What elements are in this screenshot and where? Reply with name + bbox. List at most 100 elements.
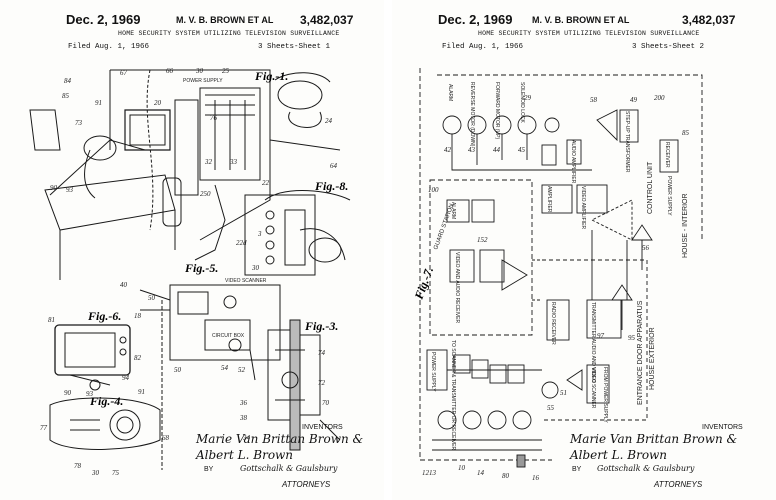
block-label: HOUSE EXTERIOR [649, 327, 656, 390]
filed-date: Filed Aug. 1, 1966 [442, 43, 524, 51]
block-label: POWER SUPPLY [430, 352, 436, 392]
house-exterior-boundary [419, 68, 552, 461]
svg-text:24: 24 [325, 117, 333, 125]
svg-text:94: 94 [122, 374, 130, 382]
block-label: HOUSE - INTERIOR [682, 193, 689, 258]
svg-text:40: 40 [120, 281, 128, 289]
block-label: TRANSMITTER AUDIO AND VIDEO [590, 302, 596, 383]
svg-text:97: 97 [597, 332, 605, 340]
block-label: VIDEO AND AUDIO RECEIVER [454, 252, 460, 324]
block-label: VIDEO SCANNER [590, 367, 596, 409]
patent-number: 3,482,037 [300, 13, 354, 27]
block-label: CONTROL UNIT [647, 161, 654, 214]
svg-text:85: 85 [682, 129, 690, 137]
patent-date: Dec. 2, 1969 [66, 12, 141, 27]
inventors-label: INVENTORS [702, 424, 743, 431]
svg-text:54: 54 [221, 364, 229, 372]
svg-text:1213: 1213 [422, 469, 437, 477]
svg-text:84: 84 [64, 77, 72, 85]
drawing-sheet-1: Fig.-1. Fig.-8. Fig.-5. Fig.-6. Fig.-3. … [29, 67, 351, 477]
sheet-number: 3 Sheets-Sheet 1 [258, 43, 331, 51]
svg-text:42: 42 [444, 146, 452, 154]
svg-text:90: 90 [64, 389, 72, 397]
fig-label: Fig.-4. [89, 394, 123, 408]
svg-text:80: 80 [502, 472, 510, 480]
block-label: FROM POWER SUPPLY [602, 367, 608, 423]
svg-text:91: 91 [138, 388, 145, 396]
attorney-firm-signature: Gottschalk & Gaulsbury [597, 464, 695, 473]
attorney-firm-signature: Gottschalk & Gaulsbury [240, 464, 338, 473]
block-label-power-supply: POWER SUPPLY [183, 78, 223, 84]
patent-number: 3,482,037 [682, 13, 736, 27]
inventors-label: INVENTORS [302, 424, 343, 431]
inventor-signature-2: Albert L. Brown [196, 448, 294, 462]
svg-text:22d: 22d [236, 239, 247, 247]
patent-title: HOME SECURITY SYSTEM UTILIZING TELEVISIO… [478, 30, 700, 37]
house-interior-boundary [437, 74, 703, 240]
fig6-monitor [54, 324, 131, 391]
svg-text:90: 90 [50, 184, 58, 192]
svg-text:73: 73 [75, 119, 83, 127]
fig4-lock [49, 397, 161, 450]
block-label: TO SCANNER & TRANSMITTER OR RECEIVER [450, 340, 456, 450]
svg-text:56: 56 [642, 244, 650, 252]
block-label: AMPLIFIER [546, 186, 552, 213]
reference-numerals: 200 58 49 29 42 43 44 45 85 56 100 152 9… [422, 94, 690, 482]
fig-label: Fig.-1. [254, 69, 288, 83]
block-label: AUDIO AMPLIFIER [570, 140, 576, 184]
block-label: GUARD STATION [433, 203, 455, 251]
svg-text:55: 55 [547, 404, 555, 412]
sheet-number: 3 Sheets-Sheet 2 [632, 43, 705, 51]
block-label-circuit-box: CIRCUIT BOX [212, 333, 245, 339]
svg-text:25: 25 [222, 67, 230, 75]
by-label: BY [204, 466, 214, 473]
inventor-header: M. V. B. BROWN ET AL [532, 15, 630, 25]
fig-label: Fig.-7. [411, 265, 436, 302]
svg-text:51: 51 [560, 389, 567, 397]
inventor-signature-1: Marie Van Brittan Brown & [196, 432, 364, 446]
svg-text:67: 67 [120, 69, 128, 77]
block-label: ALARM [447, 84, 453, 101]
svg-text:64: 64 [330, 162, 338, 170]
block-label: REVERSE MOTOR (DOWN) [469, 82, 475, 147]
block-label: VIDEO AMPLIFIER [580, 186, 586, 229]
svg-text:75: 75 [112, 469, 120, 477]
svg-text:38: 38 [239, 414, 248, 422]
svg-text:78: 78 [74, 462, 82, 470]
block-label: FORWARD MOTOR (UP) [494, 82, 500, 139]
svg-text:33: 33 [229, 158, 238, 166]
fig3-door-section [267, 319, 341, 451]
block-label: RECEIVER [664, 142, 670, 168]
svg-text:44: 44 [493, 146, 501, 154]
inventor-signature-1: Marie Van Brittan Brown & [570, 432, 738, 446]
patent-title: HOME SECURITY SYSTEM UTILIZING TELEVISIO… [118, 30, 340, 37]
attorneys-label: ATTORNEYS [282, 480, 331, 489]
svg-text:3: 3 [257, 230, 262, 238]
svg-text:43: 43 [468, 146, 476, 154]
svg-text:66: 66 [166, 67, 174, 75]
svg-text:18: 18 [134, 312, 142, 320]
patent-sheet-2: Dec. 2, 1969 M. V. B. BROWN ET AL 3,482,… [392, 0, 776, 500]
svg-text:81: 81 [48, 316, 55, 324]
patent-date: Dec. 2, 1969 [438, 12, 513, 27]
fig8-door-panel [244, 194, 346, 276]
svg-text:200: 200 [654, 94, 665, 102]
svg-text:85: 85 [62, 92, 70, 100]
svg-text:14: 14 [477, 469, 485, 477]
fig-label: Fig.-8. [314, 179, 348, 193]
svg-text:72: 72 [318, 379, 326, 387]
svg-text:32: 32 [204, 158, 213, 166]
svg-text:74: 74 [318, 349, 326, 357]
block-label: STEP-UP TRANSFORMER [624, 111, 630, 173]
svg-text:68: 68 [162, 434, 170, 442]
filed-date: Filed Aug. 1, 1966 [68, 43, 150, 51]
svg-text:30: 30 [251, 264, 260, 272]
svg-text:30: 30 [91, 469, 100, 477]
svg-text:50: 50 [174, 366, 182, 374]
fig-label: Fig.-6. [87, 309, 121, 323]
svg-text:82: 82 [134, 354, 142, 362]
fig-label: Fig.-3. [304, 319, 338, 333]
patent-sheet-1: Dec. 2, 1969 M. V. B. BROWN ET AL 3,482,… [0, 0, 384, 500]
svg-text:30: 30 [195, 67, 204, 75]
block-label: RADIO RECEIVER [550, 302, 556, 345]
